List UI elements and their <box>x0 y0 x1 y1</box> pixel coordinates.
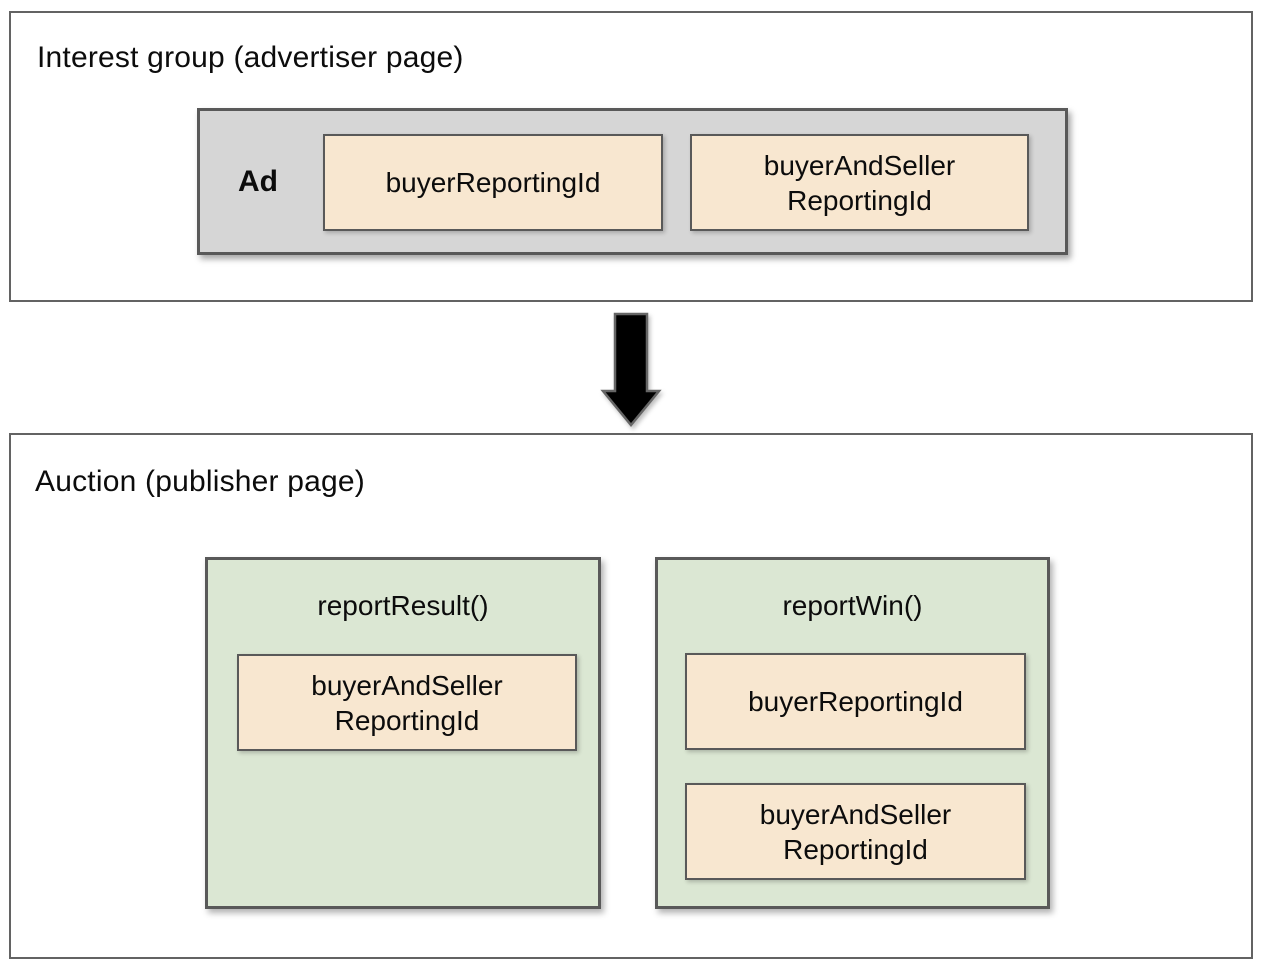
chip-label: buyerReportingId <box>748 686 963 717</box>
buyer-and-seller-reporting-id-chip: buyerAndSeller ReportingId <box>237 654 577 751</box>
ad-label: Ad <box>238 164 278 198</box>
chip-label: buyerReportingId <box>385 167 601 198</box>
chip-label: buyerAndSeller ReportingId <box>311 669 503 736</box>
ad-container: Ad buyerReportingId buyerAndSeller Repor… <box>197 108 1068 255</box>
buyer-and-seller-reporting-id-chip: buyerAndSeller ReportingId <box>685 783 1026 880</box>
chip-label: buyerAndSeller ReportingId <box>763 149 956 216</box>
report-win-box: reportWin() buyerReportingId buyerAndSel… <box>655 557 1050 909</box>
auction-section: Auction (publisher page) reportResult() … <box>9 433 1253 959</box>
report-result-box: reportResult() buyerAndSeller ReportingI… <box>205 557 601 909</box>
buyer-reporting-id-chip: buyerReportingId <box>685 653 1026 750</box>
buyer-reporting-id-chip: buyerReportingId <box>323 134 663 231</box>
interest-group-title: Interest group (advertiser page) <box>37 41 464 74</box>
chip-label: buyerAndSeller ReportingId <box>759 798 952 865</box>
auction-title: Auction (publisher page) <box>35 465 365 498</box>
report-result-title: reportResult() <box>317 590 489 621</box>
interest-group-section: Interest group (advertiser page) Ad buye… <box>9 11 1253 302</box>
down-arrow-icon <box>600 312 662 427</box>
report-win-title: reportWin() <box>782 590 923 621</box>
buyer-and-seller-reporting-id-chip: buyerAndSeller ReportingId <box>690 134 1029 231</box>
